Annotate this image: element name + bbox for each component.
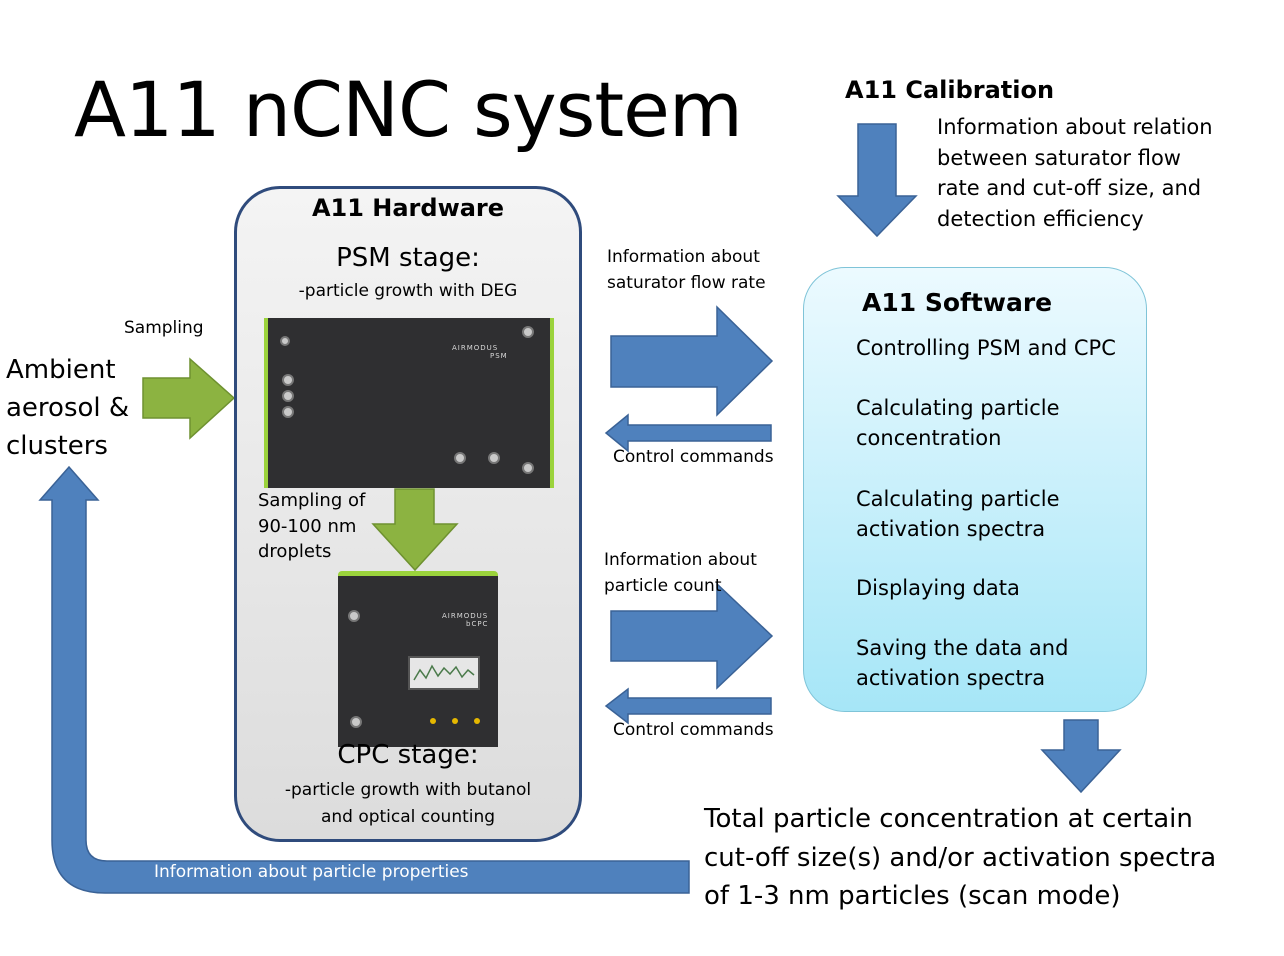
particle-count-label: Information about particle count bbox=[604, 547, 757, 599]
calibration-info-line: Information about relation bbox=[937, 115, 1213, 139]
cpc-port-icon bbox=[348, 610, 360, 622]
cpc-led-icon bbox=[430, 718, 436, 724]
cpc-sub-line: -particle growth with butanol bbox=[284, 780, 532, 800]
software-item-line: Saving the data and bbox=[856, 636, 1069, 660]
software-item-concentration: Calculating particle concentration bbox=[856, 393, 1060, 453]
psm-switch-icon bbox=[280, 336, 290, 346]
droplets-line: droplets bbox=[258, 541, 332, 562]
output-line: cut-off size(s) and/or activation spectr… bbox=[704, 842, 1217, 873]
ambient-line: clusters bbox=[6, 431, 108, 461]
control-commands-left-arrow-1 bbox=[604, 413, 772, 453]
control-commands-label-2: Control commands bbox=[613, 720, 774, 740]
output-text: Total particle concentration at certain … bbox=[704, 800, 1216, 916]
control-commands-label-1: Control commands bbox=[613, 447, 774, 467]
software-item-activation: Calculating particle activation spectra bbox=[856, 484, 1060, 544]
software-item-displaying: Displaying data bbox=[856, 573, 1020, 603]
software-box bbox=[803, 267, 1147, 712]
calibration-info-line: rate and cut-off size, and bbox=[937, 176, 1202, 200]
particle-count-line: Information about bbox=[604, 550, 757, 570]
calibration-down-arrow bbox=[836, 123, 918, 238]
page-title: A11 nCNC system bbox=[74, 65, 743, 154]
cpc-stage-title: CPC stage: bbox=[337, 740, 479, 770]
particle-properties-label: Information about particle properties bbox=[154, 862, 469, 882]
psm-device-photo: AIRMODUS PSM bbox=[264, 318, 554, 488]
saturator-info-label: Information about saturator flow rate bbox=[607, 244, 766, 296]
software-item-line: concentration bbox=[856, 426, 1002, 450]
calibration-info-line: detection efficiency bbox=[937, 206, 1144, 231]
calibration-heading: A11 Calibration bbox=[845, 76, 1055, 104]
saturator-info-right-arrow bbox=[610, 305, 774, 417]
cpc-device-photo: AIRMODUS bCPC bbox=[338, 571, 498, 747]
cpc-sub-line: and optical counting bbox=[320, 807, 496, 827]
ambient-line: aerosol & bbox=[6, 393, 130, 423]
software-item-line: Controlling PSM and CPC bbox=[856, 336, 1116, 360]
psm-stage-title: PSM stage: bbox=[336, 243, 480, 273]
control-commands-left-arrow-2 bbox=[604, 687, 772, 725]
calibration-info: Information about relation between satur… bbox=[937, 112, 1213, 234]
saturator-info-line: saturator flow rate bbox=[607, 273, 766, 293]
psm-port-icon bbox=[488, 452, 500, 464]
software-item-line: activation spectra bbox=[856, 666, 1046, 690]
psm-port-icon bbox=[282, 390, 294, 402]
output-line: of 1-3 nm particles (scan mode) bbox=[704, 881, 1121, 911]
cpc-led-icon bbox=[474, 718, 480, 724]
psm-port-icon bbox=[282, 406, 294, 418]
psm-model: PSM bbox=[490, 352, 508, 360]
psm-port-icon bbox=[454, 452, 466, 464]
software-item-line: Displaying data bbox=[856, 576, 1020, 600]
sampling-label: Sampling bbox=[124, 318, 204, 338]
hardware-heading: A11 Hardware bbox=[311, 194, 505, 222]
software-item-line: Calculating particle bbox=[856, 487, 1060, 511]
droplets-label: Sampling of 90-100 nm droplets bbox=[258, 488, 365, 565]
psm-stage-subtitle: -particle growth with DEG bbox=[298, 281, 518, 301]
software-item-line: activation spectra bbox=[856, 517, 1046, 541]
droplets-line: Sampling of bbox=[258, 490, 366, 511]
software-item-line: Calculating particle bbox=[856, 396, 1060, 420]
cpc-brand: AIRMODUS bbox=[442, 612, 489, 620]
calibration-info-line: between saturator flow bbox=[937, 145, 1181, 170]
ambient-text: Ambient aerosol & clusters bbox=[6, 351, 129, 465]
ambient-line: Ambient bbox=[6, 355, 116, 385]
psm-port-icon bbox=[282, 374, 294, 386]
output-line: Total particle concentration at certain bbox=[704, 804, 1193, 834]
psm-port-icon bbox=[522, 326, 534, 338]
psm-brand: AIRMODUS bbox=[452, 344, 499, 352]
cpc-model: bCPC bbox=[466, 620, 489, 628]
psm-port-icon bbox=[522, 462, 534, 474]
feedback-particle-properties-arrow bbox=[38, 465, 690, 894]
software-item-controlling: Controlling PSM and CPC bbox=[856, 333, 1116, 363]
saturator-info-line: Information about bbox=[607, 247, 760, 267]
particle-count-line: particle count bbox=[604, 576, 722, 596]
cpc-led-icon bbox=[452, 718, 458, 724]
output-down-arrow bbox=[1040, 719, 1122, 794]
cpc-stage-subtitle: -particle growth with butanol and optica… bbox=[234, 777, 582, 831]
cpc-port-icon bbox=[350, 716, 362, 728]
cpc-display-screen bbox=[408, 656, 480, 690]
software-heading: A11 Software bbox=[862, 288, 1053, 317]
cpc-display-graph-icon bbox=[413, 664, 475, 681]
psm-to-cpc-green-arrow bbox=[371, 488, 459, 572]
droplets-line: 90-100 nm bbox=[258, 515, 357, 537]
software-item-saving: Saving the data and activation spectra bbox=[856, 633, 1068, 693]
particle-count-right-arrow bbox=[610, 582, 774, 690]
sampling-green-arrow bbox=[142, 357, 236, 440]
